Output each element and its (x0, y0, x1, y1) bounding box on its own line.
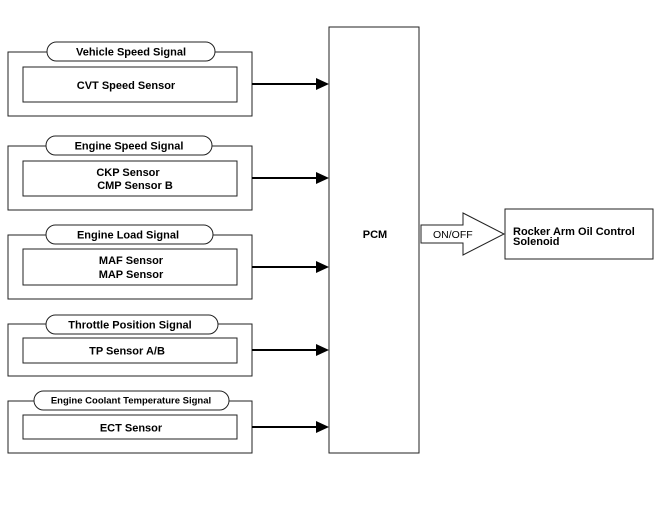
sensor-box (22, 337, 238, 364)
signal-label: Engine Speed Signal (75, 141, 184, 153)
sensor-label: CKP Sensor (96, 167, 160, 179)
output-signal-label: ON/OFF (433, 229, 473, 241)
signal-label-badge (45, 135, 213, 156)
hollow-arrow-icon (420, 212, 506, 256)
sensor-label: MAF Sensor (99, 255, 164, 267)
signal-group-engine-coolant-temperature: Engine Coolant Temperature Signal ECT Se… (7, 390, 329, 454)
arrow-head-icon (316, 421, 329, 433)
sensor-label: MAP Sensor (99, 269, 164, 281)
signal-label: Throttle Position Signal (68, 320, 191, 332)
signal-label-badge (45, 224, 214, 245)
solenoid-label-line: Rocker Arm Oil Control (513, 226, 635, 238)
sensor-box (22, 160, 238, 197)
arrow-head-icon (316, 172, 329, 184)
signal-group-throttle-position: Throttle Position Signal TP Sensor A/B (7, 314, 329, 377)
signal-label: Engine Load Signal (77, 230, 179, 242)
pcm-block: PCM (328, 26, 420, 454)
solenoid-label-line: Solenoid (513, 236, 559, 248)
arrow-head-icon (316, 344, 329, 356)
signal-label-badge (45, 314, 219, 335)
signal-label-badge (46, 41, 216, 62)
signal-group-engine-speed: Engine Speed Signal CKP Sensor CMP Senso… (7, 135, 329, 211)
signal-label-badge (33, 390, 230, 411)
arrow-head-icon (316, 261, 329, 273)
sensor-label: ECT Sensor (100, 423, 163, 435)
signal-group-vehicle-speed: Vehicle Speed Signal CVT Speed Sensor (7, 41, 329, 117)
solenoid-block: Rocker Arm Oil Control Solenoid (504, 208, 654, 260)
signal-label: Vehicle Speed Signal (76, 47, 186, 59)
signal-label: Engine Coolant Temperature Signal (51, 396, 211, 407)
signal-group-engine-load: Engine Load Signal MAF Sensor MAP Sensor (7, 224, 329, 300)
sensor-box (22, 414, 238, 440)
sensor-label: CMP Sensor B (97, 180, 173, 192)
sensor-box (22, 66, 238, 103)
sensor-label: CVT Speed Sensor (77, 80, 176, 92)
pcm-label: PCM (363, 229, 387, 241)
output-signal: ON/OFF (420, 212, 506, 256)
arrow-head-icon (316, 78, 329, 90)
sensor-box (22, 248, 238, 286)
solenoid-box (504, 208, 654, 260)
pcm-box (328, 26, 420, 454)
sensor-label: TP Sensor A/B (89, 346, 165, 358)
